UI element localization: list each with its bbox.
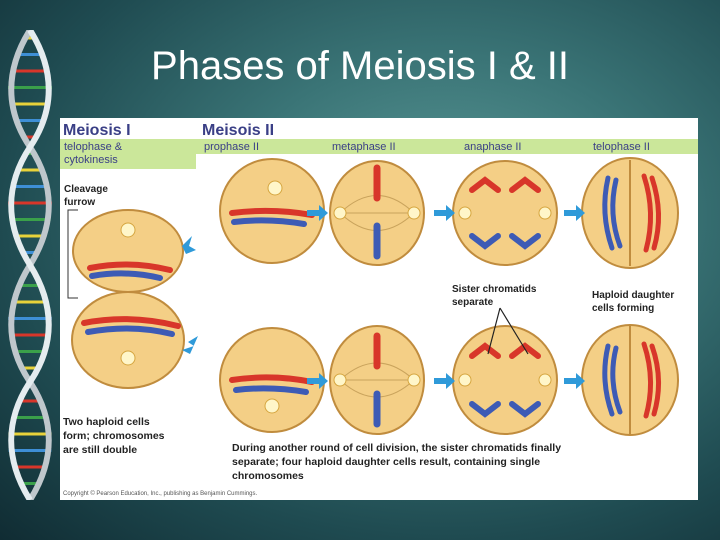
arrow-icon (182, 336, 198, 354)
metaphase2-cell-bottom (329, 325, 425, 435)
arrow-icon (182, 236, 196, 254)
telophase1-cells (71, 209, 185, 389)
phase-label: telophase II (593, 141, 650, 153)
haploid-daughter-label: cells forming (592, 303, 654, 314)
arrow-icon (434, 205, 455, 221)
slide-title: Phases of Meiosis I & II (151, 44, 569, 88)
telophase2-cells-top (581, 157, 679, 269)
phase-label: cytokinesis (64, 154, 118, 166)
phase-label: telophase & (64, 141, 123, 153)
note-left-line: Two haploid cells (63, 416, 150, 428)
meiosis1-header-panel (60, 139, 196, 169)
phase-label: metaphase II (332, 141, 396, 153)
arrow-icon (434, 373, 455, 389)
arrow-icon (564, 205, 585, 221)
prophase2-cell-top (219, 158, 325, 264)
phase-label: prophase II (204, 141, 259, 153)
cleavage-furrow-label: Cleavage (64, 184, 108, 195)
arrow-icon (564, 373, 585, 389)
anaphase2-cell-bottom (452, 325, 558, 435)
note-bottom-line: chromosomes (232, 470, 304, 482)
note-left-line: are still double (63, 444, 137, 456)
note-bottom-line: separate; four haploid daughter cells re… (232, 456, 540, 468)
meiosis-diagram: Meiosis I Meisois II telophase & cytokin… (60, 118, 698, 500)
anaphase2-cell-top (452, 160, 558, 266)
cleavage-furrow-label: furrow (64, 197, 95, 208)
cleavage-bracket (67, 209, 78, 299)
note-left-line: form; chromosomes (63, 430, 165, 442)
arrow-icon (307, 205, 328, 221)
pointer-line (487, 307, 529, 355)
metaphase2-cell-top (329, 160, 425, 266)
prophase2-cell-bottom (219, 327, 325, 433)
arrow-icon (307, 373, 328, 389)
meiosis2-heading: Meisois II (202, 122, 274, 139)
telophase2-cells-bottom (581, 324, 679, 436)
meiosis-illustration: Meiosis I Meisois II telophase & cytokin… (60, 122, 698, 497)
phase-label: anaphase II (464, 141, 522, 153)
phase-header-bar (60, 139, 698, 154)
sister-chromatids-label: separate (452, 297, 494, 308)
haploid-daughter-label: Haploid daughter (592, 290, 674, 301)
note-bottom-line: During another round of cell division, t… (232, 442, 561, 454)
sister-chromatids-label: Sister chromatids (452, 284, 537, 295)
meiosis1-heading: Meiosis I (63, 122, 131, 139)
dna-helix-decoration (8, 30, 52, 500)
copyright: Copyright © Pearson Education, Inc., pub… (63, 490, 258, 497)
